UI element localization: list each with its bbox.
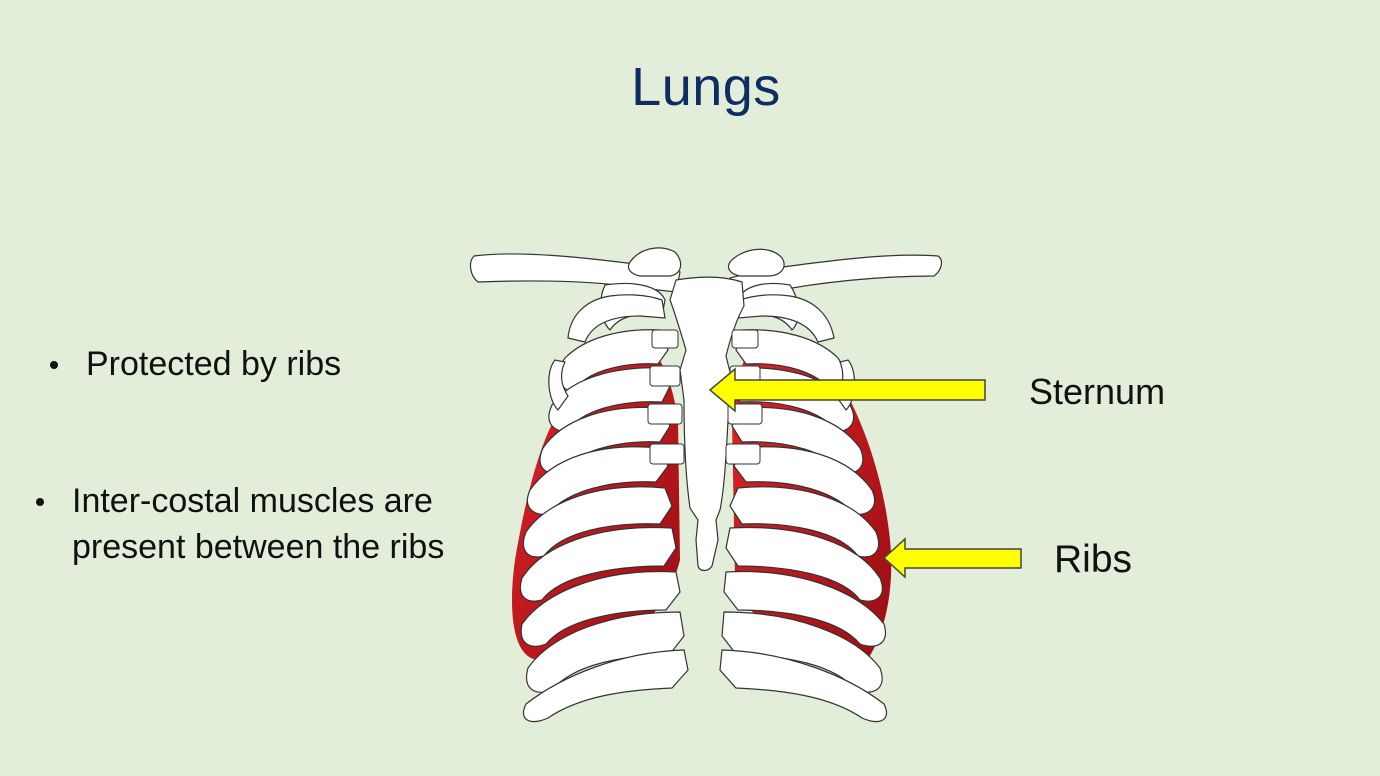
bullet-item: Inter-costal muscles are present between…	[36, 478, 492, 570]
sternum-arrow	[708, 367, 986, 413]
bullet-dot-icon	[36, 498, 44, 506]
ribs-label: Ribs	[1054, 538, 1133, 581]
right-ribs	[719, 282, 888, 723]
bullet-text-line: Inter-costal muscles are	[72, 482, 433, 520]
right-scapula-tip	[727, 248, 785, 277]
bullet-dot-icon	[50, 361, 58, 369]
bullet-text-line: present between the ribs	[72, 528, 445, 566]
sternum-label: Sternum	[1029, 371, 1166, 412]
ribs-arrow	[882, 537, 1022, 579]
bullet-item: Protected by ribs	[50, 341, 342, 387]
left-scapula-tip	[627, 247, 682, 277]
sternum	[669, 276, 745, 572]
left-ribs	[519, 282, 689, 723]
arrows	[708, 367, 1022, 579]
slide-title: Lungs	[631, 57, 781, 117]
bullet-text: Protected by ribs	[86, 345, 342, 383]
costal-cartilage	[647, 329, 763, 465]
